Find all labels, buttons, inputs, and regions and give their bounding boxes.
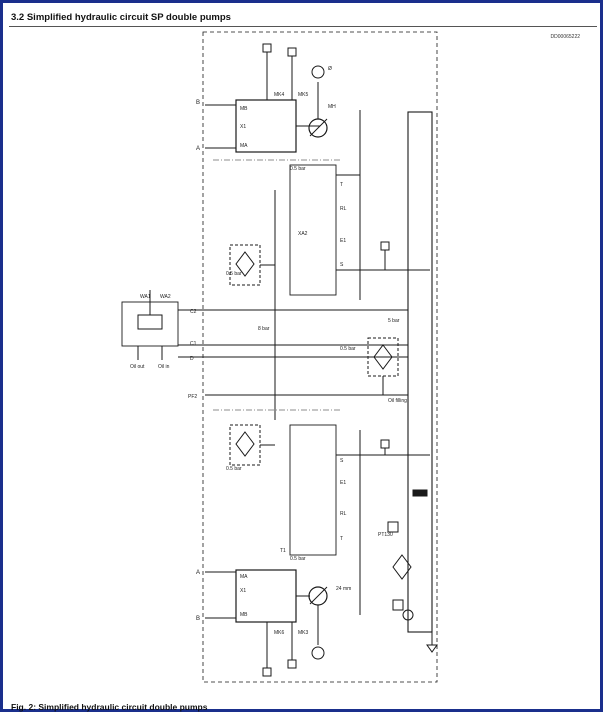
port-pf2: PF2 [188, 394, 197, 400]
t-lower-label: T [340, 536, 343, 542]
mk5-label: MK5 [298, 92, 309, 98]
upper-charge-loop [289, 164, 337, 296]
upper-pump-arrow [309, 118, 328, 137]
e1-lower-label: E1 [340, 480, 346, 486]
mk3-label: MK3 [298, 630, 309, 636]
lower-filter-pressure: 0.5 bar [226, 466, 242, 472]
port-c2: C2 [190, 309, 197, 315]
upper-valve-top-2 [287, 47, 297, 57]
oil-filling-label: Oil filling [388, 398, 407, 404]
lower-valve-bottom [262, 667, 272, 677]
lower-right-valve [392, 599, 404, 611]
left-check-pressure: 8 bar [258, 326, 270, 332]
port-c1: C1 [190, 341, 197, 347]
case-drain-pressure: 0.5 bar [290, 556, 306, 562]
pt130-label: PT130 [378, 532, 393, 538]
right-check-pressure: 5 bar [388, 318, 400, 324]
oil-in-label: Oil in [158, 364, 170, 370]
mh-top-label: MH [328, 104, 336, 110]
level-indicator [412, 489, 428, 497]
right-filter-symbol [373, 344, 393, 370]
x1-bottom-label: X1 [240, 588, 246, 594]
mk4-label: MK4 [274, 92, 285, 98]
lower-filter-box [229, 424, 261, 466]
upper-sensor-label: Ø [328, 66, 332, 72]
tank [407, 111, 433, 633]
mb-bottom-label: MB [240, 612, 248, 618]
wa2-label: WA2 [160, 294, 171, 300]
mb-top-label: MB [240, 106, 248, 112]
x1-top-label: X1 [240, 124, 246, 130]
upper-sensor [311, 65, 325, 79]
s-upper-label: S [340, 262, 344, 268]
ma-bottom-label: MA [240, 574, 248, 580]
s-lower-label: S [340, 458, 344, 464]
figure-caption: Fig. 2: Simplified hydraulic circuit dou… [11, 702, 208, 712]
wa1-label: WA1 [140, 294, 151, 300]
mk6-label: MK6 [274, 630, 285, 636]
lower-right-filter [392, 554, 412, 580]
port-d: D [190, 356, 194, 362]
doc-id: DD00065222 [550, 34, 580, 40]
e1-upper-label: E1 [340, 238, 346, 244]
lower-pump-arrow [309, 586, 328, 605]
lower-filter-symbol [235, 431, 255, 457]
lower-valve-right [380, 439, 390, 449]
upper-drain-pressure: 0.5 bar [290, 166, 306, 172]
upper-filter-symbol [235, 251, 255, 277]
upper-valve-right [380, 241, 390, 251]
oil-cooler-inner [137, 314, 163, 330]
t-upper-label: T [340, 182, 343, 188]
rpm-label: 24 mm [336, 586, 351, 592]
oil-out-label: Oil out [130, 364, 145, 370]
port-b-bottom: B [196, 616, 200, 622]
upper-filter-pressure: 0.5 bar [226, 271, 242, 277]
port-b-top: B [196, 100, 200, 106]
rl-lower-label: RL [340, 511, 347, 517]
ma-top-label: MA [240, 143, 248, 149]
tank-valve [426, 644, 438, 653]
port-a-bottom: A [196, 570, 200, 576]
port-a-top: A [196, 146, 200, 152]
xa2-label: XA2 [298, 231, 308, 237]
lower-valve-bottom-2 [287, 659, 297, 669]
lower-charge-loop [289, 424, 337, 556]
section-title: 3.2 Simplified hydraulic circuit SP doub… [11, 12, 231, 23]
title-rule [9, 26, 597, 27]
upper-filter-box [229, 244, 261, 286]
right-filter-pressure: 0.5 bar [340, 346, 356, 352]
lower-right-gauge [402, 609, 414, 621]
pt130-sensor [387, 521, 399, 533]
t1-label: T1 [280, 548, 286, 554]
upper-valve-top [262, 43, 272, 53]
rl-upper-label: RL [340, 206, 347, 212]
lower-sensor [311, 646, 325, 660]
